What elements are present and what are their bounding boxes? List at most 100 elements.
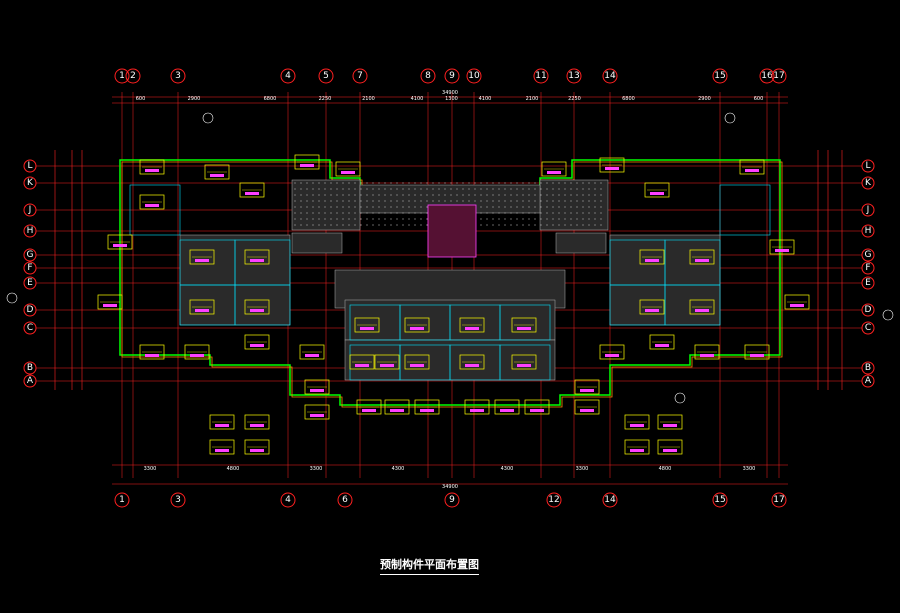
hatch-dot (336, 212, 338, 214)
hatch-dot (360, 206, 362, 208)
hatch-dot (378, 182, 380, 184)
hatch-dot (552, 218, 554, 220)
axis-bubble-top (352, 68, 368, 84)
hatch-dot (498, 188, 500, 190)
hatch-dot (390, 200, 392, 202)
hatched-panel (555, 232, 607, 254)
hatch-dot (414, 200, 416, 202)
hatch-dot (342, 224, 344, 226)
component-tag-box (244, 299, 270, 315)
top-dimension-text: 600 (754, 96, 764, 102)
hatch-dot (504, 182, 506, 184)
hatch-dot (324, 206, 326, 208)
hatch-dot (312, 182, 314, 184)
axis-label-bottom: 17 (773, 495, 784, 505)
component-tag-box (459, 317, 485, 333)
hatch-dot (390, 194, 392, 196)
component-tag-box (657, 414, 683, 430)
precast-slab-panel (499, 344, 551, 381)
hatch-dot (372, 194, 374, 196)
hatch-dot (372, 182, 374, 184)
axis-label-left: J (28, 205, 32, 215)
stair-core (427, 204, 477, 258)
hatch-dot (534, 200, 536, 202)
hatch-dot (600, 188, 602, 190)
hatch-dot (600, 212, 602, 214)
component-tag-box (624, 414, 650, 430)
hatch-dot (504, 224, 506, 226)
hatch-dot (420, 194, 422, 196)
hatch-dot (318, 224, 320, 226)
axis-label-top: 9 (449, 71, 455, 81)
hatch-dot (510, 182, 512, 184)
hatch-dot (384, 200, 386, 202)
component-tag-box (414, 399, 440, 415)
hatch-dot (480, 182, 482, 184)
component-tag-code (390, 409, 404, 412)
axis-bubble-right (861, 224, 875, 238)
hatch-dot (306, 194, 308, 196)
axis-bubble-right (861, 176, 875, 190)
hatch-dot (306, 212, 308, 214)
hatch-dot (402, 194, 404, 196)
hatch-dot (432, 200, 434, 202)
component-tag-box (769, 239, 795, 255)
hatch-dot (582, 182, 584, 184)
component-tag-box (209, 439, 235, 455)
component-tag-box (107, 234, 133, 250)
component-tag-box (464, 399, 490, 415)
hatch-dot (540, 206, 542, 208)
hatch-dot (426, 182, 428, 184)
hatch-dot (330, 194, 332, 196)
hatch-dot (318, 218, 320, 220)
hatch-dot (450, 194, 452, 196)
section-callout (202, 112, 214, 124)
component-tag-code (645, 259, 659, 262)
hatch-dot (372, 206, 374, 208)
hatch-dot (492, 218, 494, 220)
section-callout (6, 292, 18, 304)
axis-bubble-top (533, 68, 549, 84)
component-tag-code (145, 169, 159, 172)
axis-bubble-right (861, 203, 875, 217)
hatch-dot (426, 212, 428, 214)
hatch-dot (360, 218, 362, 220)
hatch-dot (366, 200, 368, 202)
axis-bubble-left (23, 374, 37, 388)
hatch-dot (378, 224, 380, 226)
hatch-dot (576, 212, 578, 214)
axis-bubble-top (170, 68, 186, 84)
hatch-dot (402, 212, 404, 214)
component-tag-code (305, 354, 319, 357)
axis-bubble-right (861, 248, 875, 262)
component-tag-box (244, 249, 270, 265)
hatch-dot (444, 182, 446, 184)
hatch-dot (294, 218, 296, 220)
precast-slab-panel (234, 284, 291, 326)
hatch-dot (360, 200, 362, 202)
component-tag-box (139, 344, 165, 360)
axis-label-bottom: 14 (604, 495, 616, 505)
hatch-dot (570, 224, 572, 226)
hatch-dot (528, 218, 530, 220)
axis-label-bottom: 15 (714, 495, 725, 505)
precast-slab-panel (129, 184, 181, 236)
hatch-dot (420, 188, 422, 190)
hatch-dot (468, 194, 470, 196)
section-callout (724, 112, 736, 124)
hatch-dot (354, 194, 356, 196)
hatch-dot (336, 182, 338, 184)
hatch-dot (426, 224, 428, 226)
hatch-dot (408, 206, 410, 208)
axis-bubble-top (318, 68, 334, 84)
axis-label-left: K (27, 178, 34, 188)
hatch-dot (600, 194, 602, 196)
hatch-dot (522, 212, 524, 214)
hatch-dot (582, 188, 584, 190)
hatch-dot (486, 224, 488, 226)
hatch-dot (414, 188, 416, 190)
bottom-total-dimension: 34900 (442, 484, 458, 490)
hatch-dot (318, 212, 320, 214)
hatch-dot (516, 194, 518, 196)
hatch-dot (372, 224, 374, 226)
